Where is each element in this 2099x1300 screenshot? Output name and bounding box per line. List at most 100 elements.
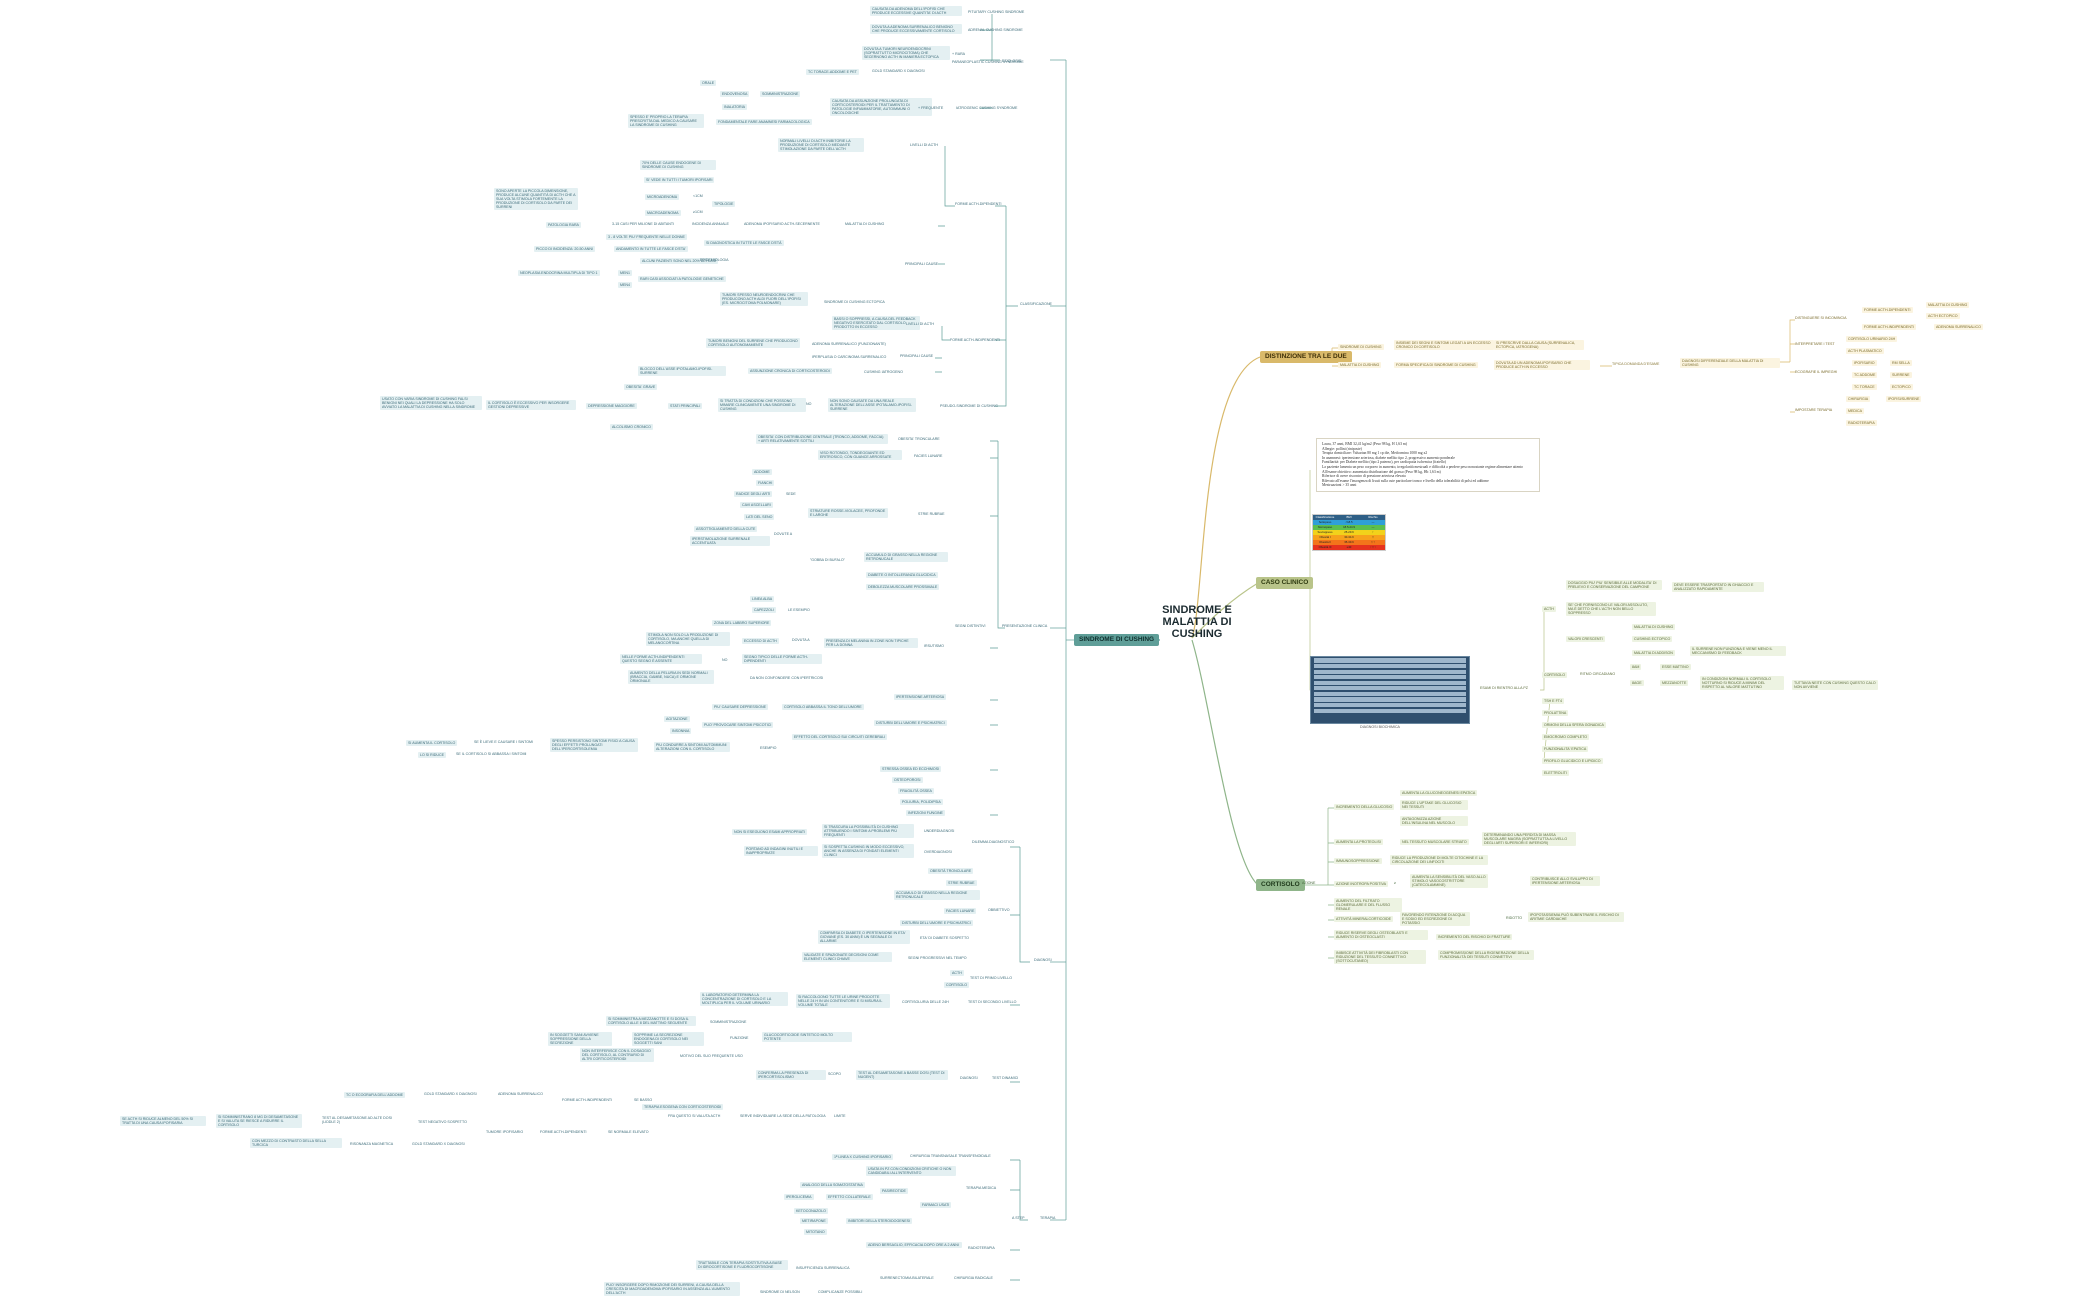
node[interactable]: ASSUNZIONE CRONICA DI CORTICOSTEROIDI [748,368,832,375]
node[interactable]: PRESENZA DI MELANINA IN ZONE NON TIPICHE… [824,638,918,649]
node[interactable]: LE ESEMPIO [788,608,810,612]
node[interactable]: DOVUTA AD UN ADENOMA IPOFISARIO CHE PROD… [1494,360,1590,371]
node[interactable]: MALATTIA DI CUSHING [1926,302,1970,309]
node[interactable]: FORME ACTH-DIPENDENTI [540,1130,587,1134]
node[interactable]: ACCUMULO DI GRASSO NELLA REGIONE RETRONU… [894,890,980,901]
branch-caso-clinico[interactable]: CASO CLINICO [1256,577,1314,589]
node[interactable]: DIABETE O INTOLLERANZA GLUCIDICA [866,572,938,579]
node[interactable]: NON SI ESEGUONO ESAMI APPROPRIATI [732,829,808,836]
node[interactable]: VALORI CRESCENTI [1566,636,1605,643]
node[interactable]: ASSOTTIGLIAMENTO DELLA CUTE [694,526,758,533]
node[interactable]: ATTIVITÀ MINERALCORTICOIDE [1334,916,1393,923]
node[interactable]: TSH E FT4 [1542,698,1564,705]
node[interactable]: INSUFFICIENZA SURRENALICA [796,1266,850,1270]
node[interactable]: TUMORI BENIGNI DEL SURRENE CHE PRODUCONO… [706,338,800,349]
node[interactable]: FORME ACTH-INDIPENDENTI [1862,324,1917,331]
node[interactable]: PROFILO GLUCIDICO E LIPIDICO [1542,758,1603,765]
node[interactable]: POLIURIA, POLIDIPSIA [900,799,943,806]
node[interactable]: TEST AL DESAMETASONE A BASSE DOSI (TEST … [856,1070,948,1081]
node[interactable]: FORME ACTH-DIPENDENTI [955,202,1002,206]
node[interactable]: AZIONE INOTROPA POSITIVA [1334,881,1388,888]
node[interactable]: TEST NEGATIVO SOSPETTO [418,1120,467,1124]
node[interactable]: SI SOMMINISTRA A MEZZANOTTE E SI DOSA IL… [606,1016,696,1027]
node[interactable]: OBESITÀ TRONCULARE [928,868,974,875]
node[interactable]: ALCOLISMO CRONICO [610,424,653,431]
node[interactable]: SI TRATTA DI CONDIZIONI CHE POSSONO MIMA… [718,398,806,413]
node[interactable]: ANDAMENTO IN TUTTE LE FASCE D'ETA' [614,246,688,253]
node[interactable]: ACTH ECTOPICO [1926,313,1960,320]
node[interactable]: ESSE MATTINO [1660,664,1691,671]
node[interactable]: CUSHING ECTOPICO [1632,636,1673,643]
node[interactable]: CAUSATA DA ADENOMA DELL'IPOFISI CHE PROD… [870,6,962,17]
node[interactable]: CONFERMA LA PRESENZA DI IPERCORTISOLISMO [756,1070,826,1081]
node[interactable]: VISO ROTONDO, TONDEGGIANTE ED ERITROSICO… [818,450,902,461]
node[interactable]: FORMA SPECIFICA DI SINDROME DI CUSHING [1394,362,1478,369]
node[interactable]: STRESSA OSSEA ED ECCHIMOSI [880,766,942,773]
node[interactable]: EZIOLOGIE [1002,59,1022,63]
node[interactable]: INSONNIA [670,728,692,735]
node[interactable]: PSEUDO-SINDROME DI CUSHING [940,404,998,408]
node[interactable]: MEZZANOTTE [1660,680,1689,687]
node[interactable]: AUMENTO DELLA PELURIA IN SEDI NORMALI (B… [628,670,714,685]
node[interactable]: FAVORENDO RITENZIONE DI ACQUA E SODIO ED… [1400,912,1470,927]
node[interactable]: SI SOMMINISTRANO 8 MG DI DESAMETASONE E … [216,1114,302,1129]
node[interactable]: MOTIVO DEL SUO FREQUENTE USO [680,1054,743,1058]
node[interactable]: FRAGILITÀ OSSEA [898,788,934,795]
node[interactable]: EFFETTO COLLATERALE [826,1194,873,1201]
node[interactable]: COMPLICANZE POSSIBILI [818,1290,863,1294]
node[interactable]: SOMMINISTRAZIONE [760,91,801,98]
node[interactable]: AUMENTO DEL FILTRATO GLOMERULARE E DEL F… [1334,898,1402,913]
node[interactable]: ADENOMA SURRENALICO (FUNZIONANTE) [812,342,886,346]
node[interactable]: ETA' DI DIABETE SOSPETTO [920,936,969,940]
node[interactable]: ANTAGONIZZA AZIONE DELL'INSULINA NEL MUS… [1400,816,1468,827]
node[interactable]: NON SONO CAUSATE DA UNA REALE ALTERAZION… [828,398,916,413]
node[interactable]: PROLATTINA [1542,710,1569,717]
branch-distinzione[interactable]: DISTINZIONE TRA LE DUE [1260,351,1352,363]
node[interactable]: TC ADDOME [1852,372,1878,379]
node[interactable]: PUO' INSORGERE DOPO RIMOZIONE DEI SURREN… [604,1282,740,1297]
node[interactable]: DISTINGUERE SI INCOMINCIA [1795,316,1847,320]
node[interactable]: FIANCHI [756,480,775,487]
node[interactable]: ECTOPICO [1890,384,1913,391]
node[interactable]: SI RACCOLGONO TUTTE LE URINE PRODOTTE NE… [796,994,890,1009]
node[interactable]: MALATTIA DI ADDISON [1632,650,1675,657]
node[interactable]: FARMACI USATI [920,1202,952,1209]
node[interactable]: SI TRASCURA LA POSSIBILITÀ DI CUSHING AT… [822,824,914,839]
node[interactable]: NELLE FORME ACTH-INDIPENDENTI QUESTO SEG… [620,654,702,665]
node[interactable]: OBESITA' CON DISTRIBUZIONE CENTRALE (TRO… [756,434,888,445]
node[interactable]: FUNZIONALITA' EPATICA [1542,746,1589,753]
node[interactable]: ≥ [1394,881,1396,885]
node[interactable]: INIBISCE ATTIVITÀ DEI FIBROBLASTI CON RI… [1334,950,1426,965]
node[interactable]: ACTH [950,970,964,977]
node[interactable]: FACIES LUNARE [914,454,943,458]
node[interactable]: ADENOMA SURRENALICO [1934,324,1983,331]
node[interactable]: RM SELLA [1890,360,1912,367]
node[interactable]: GOLD STANDARD X DIAGNOSI [412,1142,465,1146]
node[interactable]: DEPRESSIONE MAGGIORE [586,403,637,410]
node[interactable]: TEST DI PRIMO LIVELLO [970,976,1013,980]
node[interactable]: TERAPIA ESOGENA CON CORTICOSTEROIDI [642,1104,724,1111]
node[interactable]: FRA QUESTO SI VALUTA ACTH [668,1114,721,1118]
node[interactable]: ELETTROLITI [1542,770,1569,777]
node[interactable]: DOSAGGIO PIU' PIU' SENSIBILE ALLE MODALI… [1566,580,1662,591]
node[interactable]: IPERGLICEMIA [784,1194,814,1201]
node[interactable]: PASIREOTIDE [880,1188,908,1195]
node[interactable]: OVERDIAGNOSI [924,850,952,854]
node[interactable]: INCREMENTO DEL RISCHIO DI FRATTURE [1436,934,1513,941]
node[interactable]: ALCUNI PAZIENTI SONO NEL 20% DEI CASI [640,258,719,265]
node[interactable]: DEBOLEZZA MUSCOLARE PROSSIMALE [866,584,940,591]
node[interactable]: ≥1CM [693,210,703,214]
node[interactable]: PORTANO AD INDAGINI INUTILI E INAPPROPRI… [744,846,818,857]
node[interactable]: DOVUTA A [792,638,810,642]
node[interactable]: DEVE ESSERE TRASPORTATO IN GHIACCIO E AN… [1672,582,1764,593]
node[interactable]: SI' VEDE IN TUTTI I TUMORI IPOFISARI [644,177,715,184]
node[interactable]: 3-15 CASI PER MILIONE DI ABITANTI [612,222,675,226]
node[interactable]: ESAMI DI RIENTRO ALLA PZ [1480,686,1528,690]
node[interactable]: RADICE DEGLI ARTI [734,491,773,498]
node[interactable]: INCREMENTO DELLA GLUCOSIO [1334,804,1395,811]
node[interactable]: SCOPO [828,1072,841,1076]
node[interactable]: CAPEZZOLI [752,607,776,614]
node[interactable]: TEST DI SECONDO LIVELLO [968,1000,1017,1004]
node[interactable]: CORTISOLO [944,982,970,989]
node[interactable]: PICCO DI INCIDENZA: 20-50 ANNI [534,246,595,253]
